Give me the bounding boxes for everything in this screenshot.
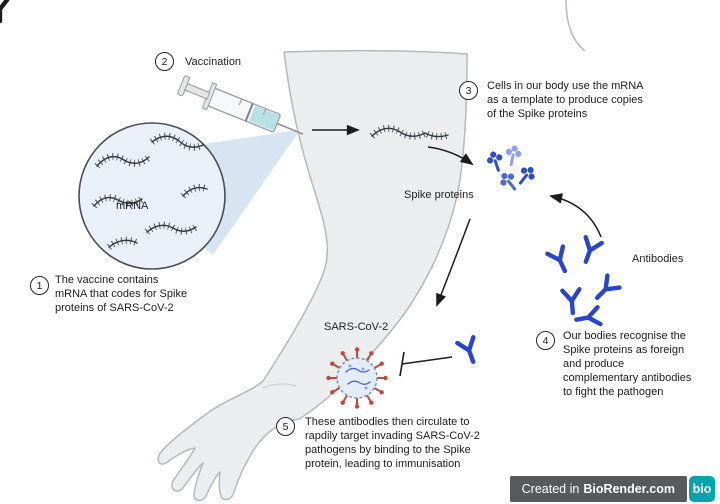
mrna-strand-arm [369, 124, 450, 141]
step-4-number: 4 [536, 331, 555, 350]
antibody-icon [591, 276, 619, 304]
sars-cov-2-label: SARS-CoV-2 [324, 321, 389, 333]
biorender-credit-badge: Created in BioRender.com bio [509, 476, 715, 502]
antibody-icon [562, 289, 581, 313]
spike-protein-icon [501, 142, 525, 168]
arm-illustration [157, 49, 468, 502]
syringe-icon [177, 75, 304, 135]
spike-proteins-label: Spike proteins [404, 189, 474, 201]
step-3-number: 3 [459, 81, 478, 100]
arrow-mrna-to-spike [427, 146, 474, 166]
antibody-icons [547, 237, 619, 328]
biorender-logo: bio [689, 476, 715, 502]
wrist-crease [261, 383, 297, 389]
step-1-text: The vaccine contains mRNA that codes for… [55, 274, 188, 314]
step-3-text: Cells in our body use the mRNA as a temp… [487, 80, 643, 120]
antibody-icon [575, 307, 601, 328]
torso-outline [565, 0, 586, 52]
spike-protein-icon [494, 167, 523, 196]
biorender-credit-text: Created in BioRender.com [509, 476, 687, 502]
arrow-antibody-to-spike [549, 193, 602, 238]
step-2-number-label: 2 [161, 55, 168, 68]
magnifier-circle [78, 122, 226, 270]
spike-protein-icon [483, 147, 508, 175]
step-4-number-label: 4 [542, 334, 549, 347]
credit-brand: BioRender.com [583, 482, 675, 496]
step-5-text: These antibodies then circulate to rapdi… [305, 416, 480, 470]
step-1-number-label: 1 [36, 279, 43, 292]
antibodies-label: Antibodies [632, 253, 684, 265]
step-2-number: 2 [155, 52, 174, 71]
antibody-icon-binding [457, 337, 481, 364]
antibody-icon [547, 247, 572, 275]
credit-prefix: Created in [521, 482, 580, 496]
step-4-text: Our bodies recognise the Spike proteins … [563, 330, 692, 398]
antibody-icon [578, 237, 602, 264]
mrna-label: mRNA [116, 200, 149, 212]
step-2-text: Vaccination [185, 56, 242, 68]
step-3-number-label: 3 [465, 84, 472, 97]
step-5-number-label: 5 [282, 420, 289, 433]
arrow-spike-to-virus [436, 218, 471, 307]
step-1-number: 1 [30, 276, 49, 295]
mrna-strand [91, 132, 209, 250]
inhibition-line [399, 351, 453, 377]
spike-protein-icon [512, 161, 541, 190]
step-5-number: 5 [276, 417, 295, 436]
sars-cov-2-virus-icon [326, 347, 388, 409]
